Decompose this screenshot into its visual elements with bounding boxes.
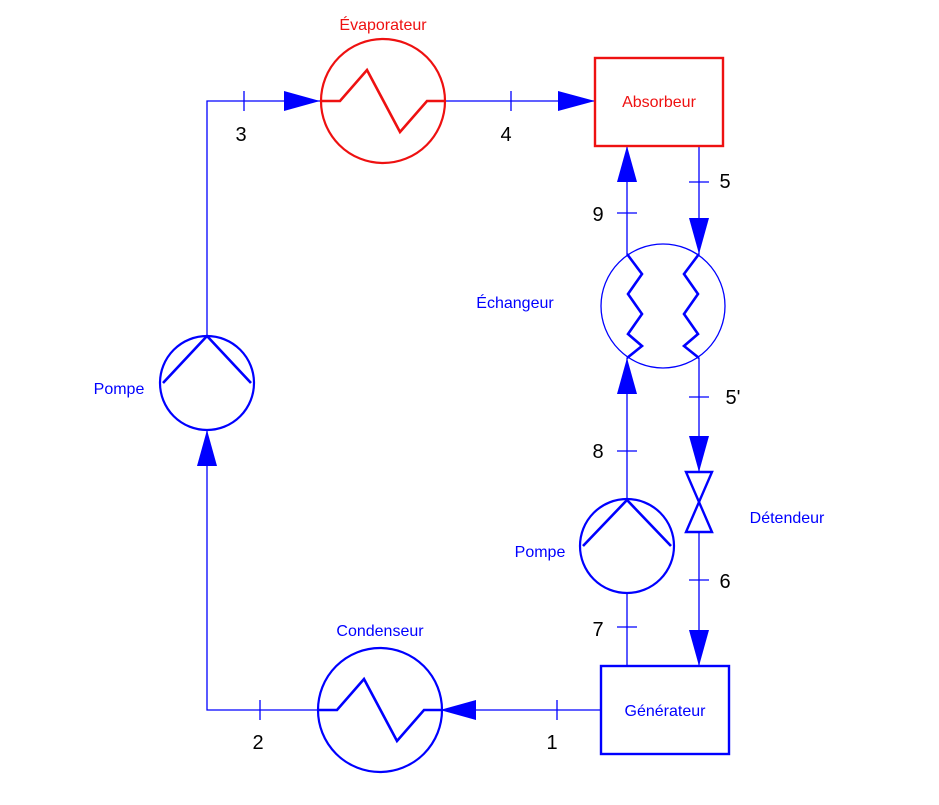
- condenser-label: Condenseur: [336, 623, 424, 640]
- arrow-down-icon: [689, 218, 709, 254]
- arrow-right-icon: [284, 91, 320, 111]
- arrow-down-icon: [689, 630, 709, 666]
- exchanger-coil-left-icon: [625, 253, 645, 360]
- zigzag-icon: [321, 67, 446, 135]
- state-label-8: 8: [592, 441, 603, 463]
- state-ticks: [243, 91, 709, 720]
- valve-label: Détendeur: [750, 510, 825, 527]
- arrow-left-icon: [440, 700, 476, 720]
- state-label-4: 4: [500, 124, 511, 146]
- pump-right: [578, 497, 676, 595]
- evaporator-label: Évaporateur: [339, 15, 427, 34]
- state-label-3: 3: [235, 124, 246, 146]
- absorber: [593, 56, 725, 148]
- state-label-9: 9: [592, 204, 603, 226]
- state-label-7: 7: [592, 619, 603, 641]
- absorber-label: Absorbeur: [622, 94, 696, 111]
- generator-box: [599, 664, 731, 756]
- arrow-up-icon: [617, 358, 637, 394]
- arrow-down-icon: [689, 436, 709, 472]
- zigzag-icon: [318, 676, 443, 744]
- arrow-up-icon: [617, 146, 637, 182]
- pipes: [206, 100, 700, 711]
- exchanger-coil-right-icon: [681, 253, 701, 360]
- generator-label: Générateur: [625, 703, 707, 720]
- pump-icon: [582, 498, 672, 547]
- state-label-5p: 5': [726, 387, 741, 409]
- state-label-5: 5: [719, 171, 730, 193]
- absorber-box: [593, 56, 725, 148]
- pump-left-label: Pompe: [94, 381, 145, 398]
- arrow-right-icon: [558, 91, 595, 111]
- pump-left: [158, 334, 256, 432]
- heat-exchanger: [600, 243, 726, 369]
- pump-right-circle: [578, 497, 676, 595]
- pipe-2: [206, 430, 320, 711]
- exchanger-circle: [600, 243, 726, 369]
- state-label-2: 2: [252, 732, 263, 754]
- valve-icon: [684, 470, 714, 534]
- pipe-3: [206, 100, 320, 336]
- expansion-valve: [684, 470, 714, 534]
- pump-icon: [162, 334, 252, 384]
- pump-left-circle: [158, 334, 256, 432]
- state-label-6: 6: [719, 571, 730, 593]
- generator: [599, 664, 731, 756]
- flow-arrows: [197, 91, 709, 720]
- pump-right-label: Pompe: [515, 544, 566, 561]
- evaporator: [319, 37, 447, 165]
- state-label-1: 1: [546, 732, 557, 754]
- condenser: [316, 646, 444, 774]
- exchanger-label: Échangeur: [476, 293, 554, 312]
- arrow-up-icon: [197, 430, 217, 466]
